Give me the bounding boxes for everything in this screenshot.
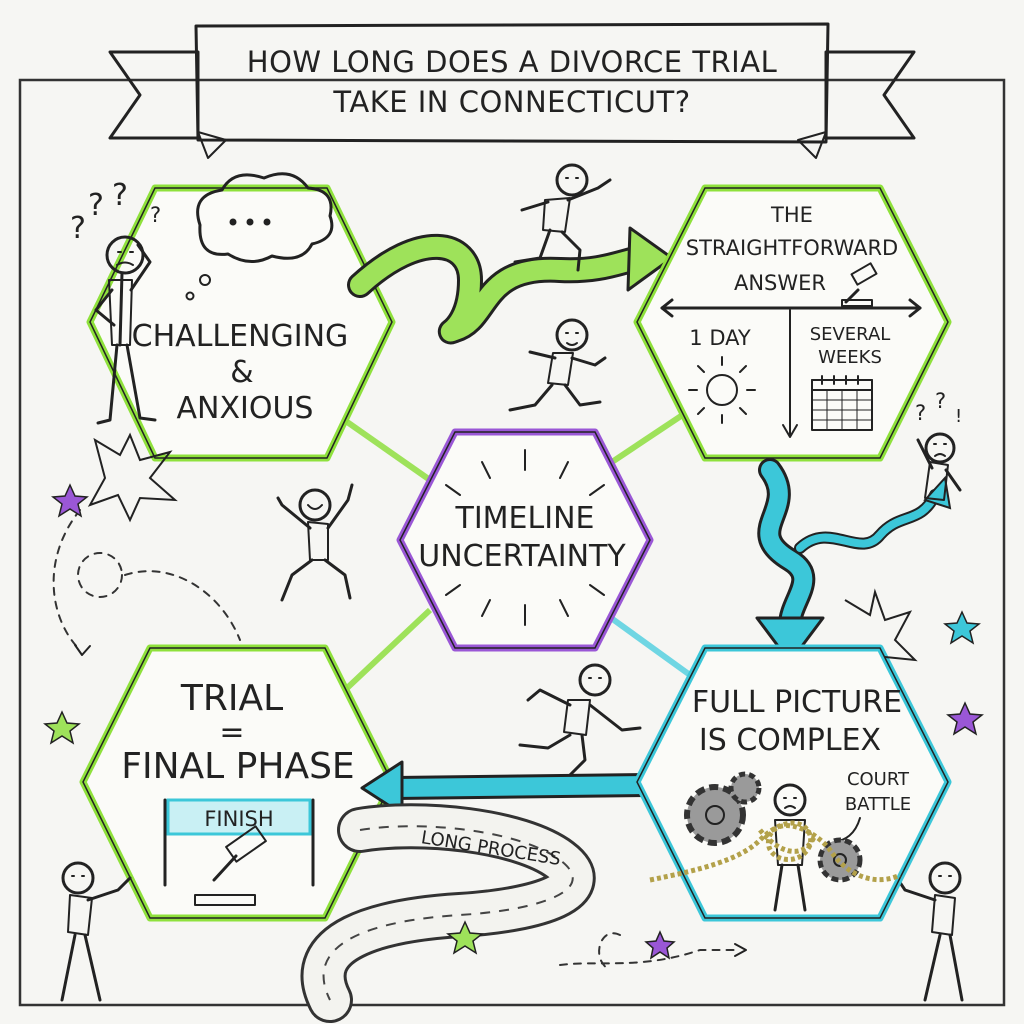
question-mark-4-icon: ?: [150, 203, 161, 227]
complex-line-1: FULL PICTURE: [692, 685, 902, 720]
challenging-line-2: &: [230, 355, 253, 390]
calendar-icon: [811, 375, 873, 431]
answer-line-2: STRAIGHTFORWARD: [686, 236, 898, 260]
trial-line-3: FINAL PHASE: [121, 746, 354, 787]
running-figure-3-icon: [518, 663, 642, 777]
burst-marks: [87, 432, 918, 662]
confused-figure-icon: [916, 432, 962, 501]
hexagon-timeline-uncertainty: TIMELINE UNCERTAINTY: [396, 428, 654, 652]
gavel-icon: [841, 262, 878, 307]
trial-line-1: TRIAL: [180, 678, 283, 719]
question-marks-right-2-icon: ?: [935, 389, 946, 413]
hexagon-full-picture-complex: FULL PICTURE IS COMPLEX COURT BATTLE: [633, 644, 952, 922]
tangled-figure-icon: [773, 783, 807, 912]
outer-frame: [18, 78, 1006, 1007]
complex-note-1: COURT: [847, 769, 910, 790]
rope-icon: [649, 820, 902, 883]
cyan-flow-arrow: [755, 458, 952, 664]
connector-lines: [328, 407, 692, 693]
winding-road: LONG PROCESS: [300, 803, 596, 1023]
question-marks-icon: ?: [70, 211, 86, 246]
gavel-large-icon: [194, 825, 267, 906]
stick-figure-icon: [94, 235, 157, 425]
timeline-line-2: UNCERTAINTY: [418, 539, 626, 574]
sun-icon: [688, 356, 756, 424]
answer-line-1: THE: [770, 203, 813, 227]
title-line-1: HOW LONG DOES A DIVORCE TRIAL: [247, 45, 777, 79]
finish-banner-icon: FINISH: [163, 798, 315, 887]
question-mark-2-icon: ?: [88, 188, 104, 223]
title-line-2: TAKE IN CONNECTICUT?: [332, 85, 690, 119]
hexagon-straightforward-answer: THE STRAIGHTFORWARD ANSWER 1 DAY SEVERAL…: [633, 184, 952, 462]
green-flow-arrow: [347, 226, 674, 345]
pushing-figure-left-icon: [60, 861, 132, 1002]
finish-label: FINISH: [204, 807, 273, 831]
running-figure-icon: [513, 163, 612, 272]
answer-line-3: ANSWER: [734, 271, 826, 295]
thought-bubble-icon: [185, 172, 334, 301]
title-banner: HOW LONG DOES A DIVORCE TRIAL TAKE IN CO…: [108, 22, 916, 159]
answer-right-label-1: SEVERAL: [810, 324, 891, 345]
answer-right-label-2: WEEKS: [818, 347, 882, 368]
jumping-figure-icon: [276, 483, 354, 602]
question-mark-3-icon: ?: [112, 178, 128, 213]
pushing-figure-right-icon: [893, 861, 964, 1002]
cyan-left-arrow: [360, 760, 662, 816]
star-icon: [43, 483, 984, 960]
uncertainty-rays: [445, 449, 605, 626]
dashed-paths: [52, 509, 747, 971]
question-marks-right-3-icon: !: [955, 406, 962, 427]
complex-note-2: BATTLE: [845, 794, 911, 815]
challenging-line-3: ANXIOUS: [177, 391, 314, 426]
running-figure-2-icon: [508, 318, 607, 412]
trial-line-2: =: [219, 715, 244, 750]
answer-left-label: 1 DAY: [689, 326, 751, 350]
challenging-line-1: CHALLENGING: [132, 319, 349, 354]
complex-line-2: IS COMPLEX: [699, 723, 881, 758]
timeline-line-1: TIMELINE: [455, 501, 595, 536]
hexagon-trial-final-phase: TRIAL = FINAL PHASE FINISH: [79, 644, 396, 922]
hexagon-challenging-anxious: CHALLENGING & ANXIOUS ? ? ? ?: [70, 172, 396, 462]
question-marks-right-icon: ?: [915, 401, 926, 425]
